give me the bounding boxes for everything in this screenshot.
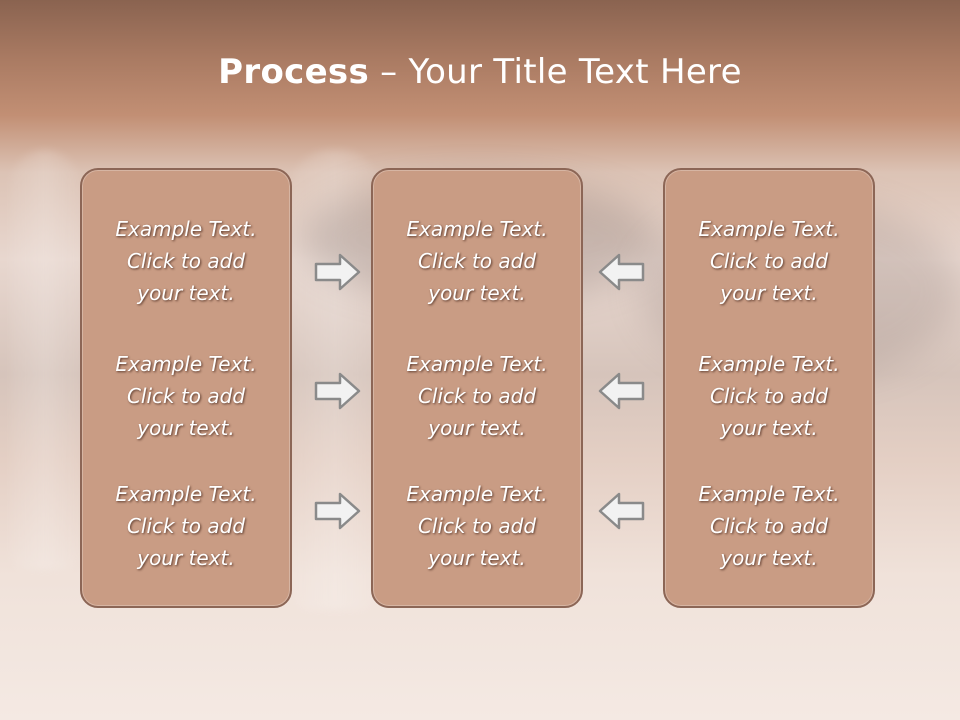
title-rest: – Your Title Text Here [369, 52, 742, 92]
arrow-left-icon[interactable] [597, 491, 645, 531]
arrow-left-icon[interactable] [597, 371, 645, 411]
arrow-right-icon[interactable] [314, 491, 362, 531]
item-line: Example Text. [406, 352, 548, 376]
arrow-left-icon[interactable] [597, 252, 645, 292]
background-glass [10, 150, 80, 570]
item-line: your text. [428, 546, 526, 570]
item-line: Click to add [126, 249, 246, 273]
item-line: Example Text. [115, 352, 257, 376]
item-line: your text. [720, 546, 818, 570]
item-line: Example Text. [406, 482, 548, 506]
item-line: Click to add [126, 384, 246, 408]
item-line: Example Text. [698, 352, 840, 376]
item-line: Example Text. [115, 217, 257, 241]
process-box-center[interactable]: Example Text. Click to add your text. Ex… [371, 168, 583, 608]
item-line: Click to add [709, 249, 829, 273]
item-line: your text. [720, 281, 818, 305]
item-line: your text. [720, 416, 818, 440]
item-line: your text. [428, 416, 526, 440]
text-item[interactable]: Example Text. Click to add your text. [665, 348, 873, 444]
text-item[interactable]: Example Text. Click to add your text. [373, 213, 581, 309]
process-box-right[interactable]: Example Text. Click to add your text. Ex… [663, 168, 875, 608]
item-line: Example Text. [406, 217, 548, 241]
item-line: Click to add [126, 514, 246, 538]
item-line: Click to add [709, 514, 829, 538]
text-item[interactable]: Example Text. Click to add your text. [665, 213, 873, 309]
item-line: your text. [137, 281, 235, 305]
item-line: Example Text. [698, 217, 840, 241]
slide-title[interactable]: Process – Your Title Text Here [0, 52, 960, 92]
text-item[interactable]: Example Text. Click to add your text. [82, 348, 290, 444]
item-line: Example Text. [698, 482, 840, 506]
text-item[interactable]: Example Text. Click to add your text. [82, 213, 290, 309]
item-line: your text. [428, 281, 526, 305]
item-line: Click to add [417, 249, 537, 273]
text-item[interactable]: Example Text. Click to add your text. [665, 478, 873, 574]
item-line: Click to add [709, 384, 829, 408]
item-line: Click to add [417, 514, 537, 538]
text-item[interactable]: Example Text. Click to add your text. [82, 478, 290, 574]
arrow-right-icon[interactable] [314, 252, 362, 292]
process-box-left[interactable]: Example Text. Click to add your text. Ex… [80, 168, 292, 608]
text-item[interactable]: Example Text. Click to add your text. [373, 478, 581, 574]
item-line: your text. [137, 546, 235, 570]
text-item[interactable]: Example Text. Click to add your text. [373, 348, 581, 444]
item-line: Click to add [417, 384, 537, 408]
arrow-right-icon[interactable] [314, 371, 362, 411]
item-line: your text. [137, 416, 235, 440]
title-bold: Process [218, 52, 370, 92]
background-glass [290, 150, 380, 610]
item-line: Example Text. [115, 482, 257, 506]
